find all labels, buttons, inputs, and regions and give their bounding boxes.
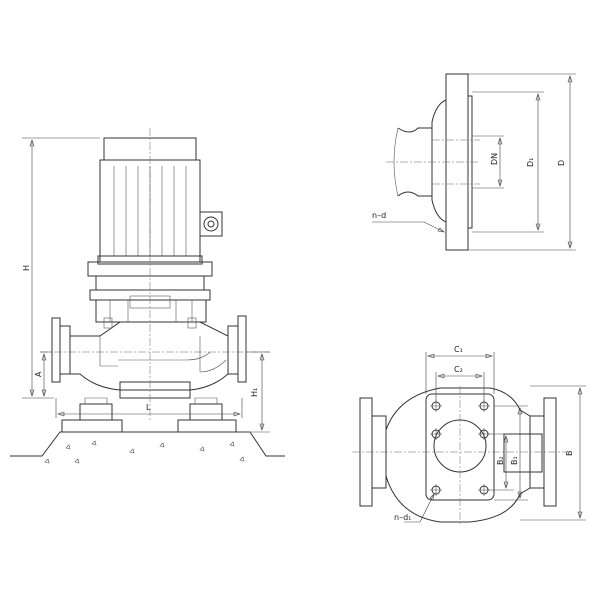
dimension-C2 (435, 372, 485, 402)
label-B1: B₁ (510, 456, 519, 465)
ground-hatch (44, 440, 245, 464)
bracket (95, 299, 207, 323)
dimension-B2 (488, 433, 514, 491)
dimension-H1 (238, 351, 270, 433)
dimension-A (40, 351, 52, 397)
foot-left (61, 419, 123, 433)
label-B: B (565, 451, 574, 457)
dimension-B1 (494, 405, 528, 501)
label-H: H (22, 265, 31, 271)
label-D: D (557, 160, 566, 166)
label-L: L (146, 403, 151, 412)
leader-n-d1 (404, 493, 435, 523)
pipe-break (393, 127, 399, 197)
plan-volute (385, 387, 531, 523)
pipe-wall (397, 127, 432, 197)
outlet-flange (237, 315, 247, 383)
pump-front-view: H A L H₁ (10, 128, 285, 464)
flange-detail-view: DN D₁ D n–d (372, 73, 576, 251)
inlet-flange (51, 317, 61, 383)
dimension-D1 (472, 91, 544, 233)
terminal-gland (203, 216, 219, 232)
dimension-B (520, 385, 586, 521)
outlet-neck (227, 325, 239, 375)
foot-pad-left (79, 403, 113, 421)
label-n-d: n–d (372, 211, 386, 220)
terminal-box (199, 211, 223, 237)
label-H1: H₁ (250, 388, 259, 397)
pump-casing (69, 321, 229, 391)
pump-plan-view: C₁ C₂ B₂ B₁ B n–d₁ (352, 345, 586, 526)
label-D1: D₁ (526, 158, 535, 167)
label-DN: DN (490, 153, 499, 165)
dimension-D (468, 73, 576, 251)
inlet-neck (59, 325, 71, 375)
dimension-DN (472, 135, 504, 189)
plan-foot-block (503, 433, 543, 473)
dimension-H (22, 137, 100, 399)
label-C2: C₂ (454, 365, 463, 374)
dimension-L (55, 398, 243, 418)
pipe-fillet (431, 99, 447, 223)
foot-pad-right (189, 403, 223, 421)
motor-fins (113, 166, 187, 256)
label-n-d1: n–d₁ (394, 513, 411, 522)
dimension-C1 (425, 352, 495, 394)
ground-outline (10, 431, 285, 457)
label-C1: C₁ (454, 345, 463, 354)
leader-n-d (372, 221, 445, 233)
foot-right (177, 419, 237, 433)
label-B2: B₂ (496, 456, 505, 465)
label-A: A (34, 371, 43, 377)
